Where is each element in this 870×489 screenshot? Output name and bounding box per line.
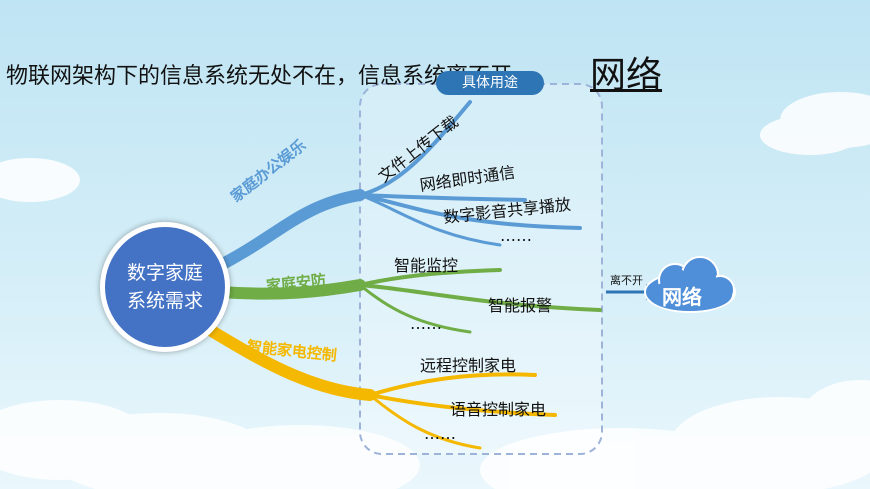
usage-badge: 具体用途 xyxy=(436,71,544,95)
item-voice-control: 语音控制家电 xyxy=(450,400,547,419)
item-security-more: …… xyxy=(410,314,442,333)
item-smart-monitoring: 智能监控 xyxy=(394,256,459,275)
item-remote-control: 远程控制家电 xyxy=(420,356,517,375)
item-appliance-more: …… xyxy=(424,424,456,443)
hub-line-2: 系统需求 xyxy=(126,290,203,312)
arrow-label: 离不开 xyxy=(610,274,643,287)
branch-security xyxy=(214,268,602,334)
page-title-emphasis: 网络 xyxy=(590,55,663,96)
network-cloud-label: 网络 xyxy=(662,285,702,309)
item-office-more: …… xyxy=(500,226,532,245)
branch-appliance xyxy=(204,324,557,450)
network-cloud-icon xyxy=(644,256,736,313)
hub-node: 数字家庭 系统需求 xyxy=(100,222,230,352)
item-smart-alarm: 智能报警 xyxy=(488,296,553,315)
page-title: 物联网架构下的信息系统无处不在，信息系统离不开 xyxy=(6,64,513,89)
hub-line-1: 数字家庭 xyxy=(126,262,203,284)
branch-office xyxy=(209,100,582,274)
background-clouds xyxy=(0,92,870,489)
